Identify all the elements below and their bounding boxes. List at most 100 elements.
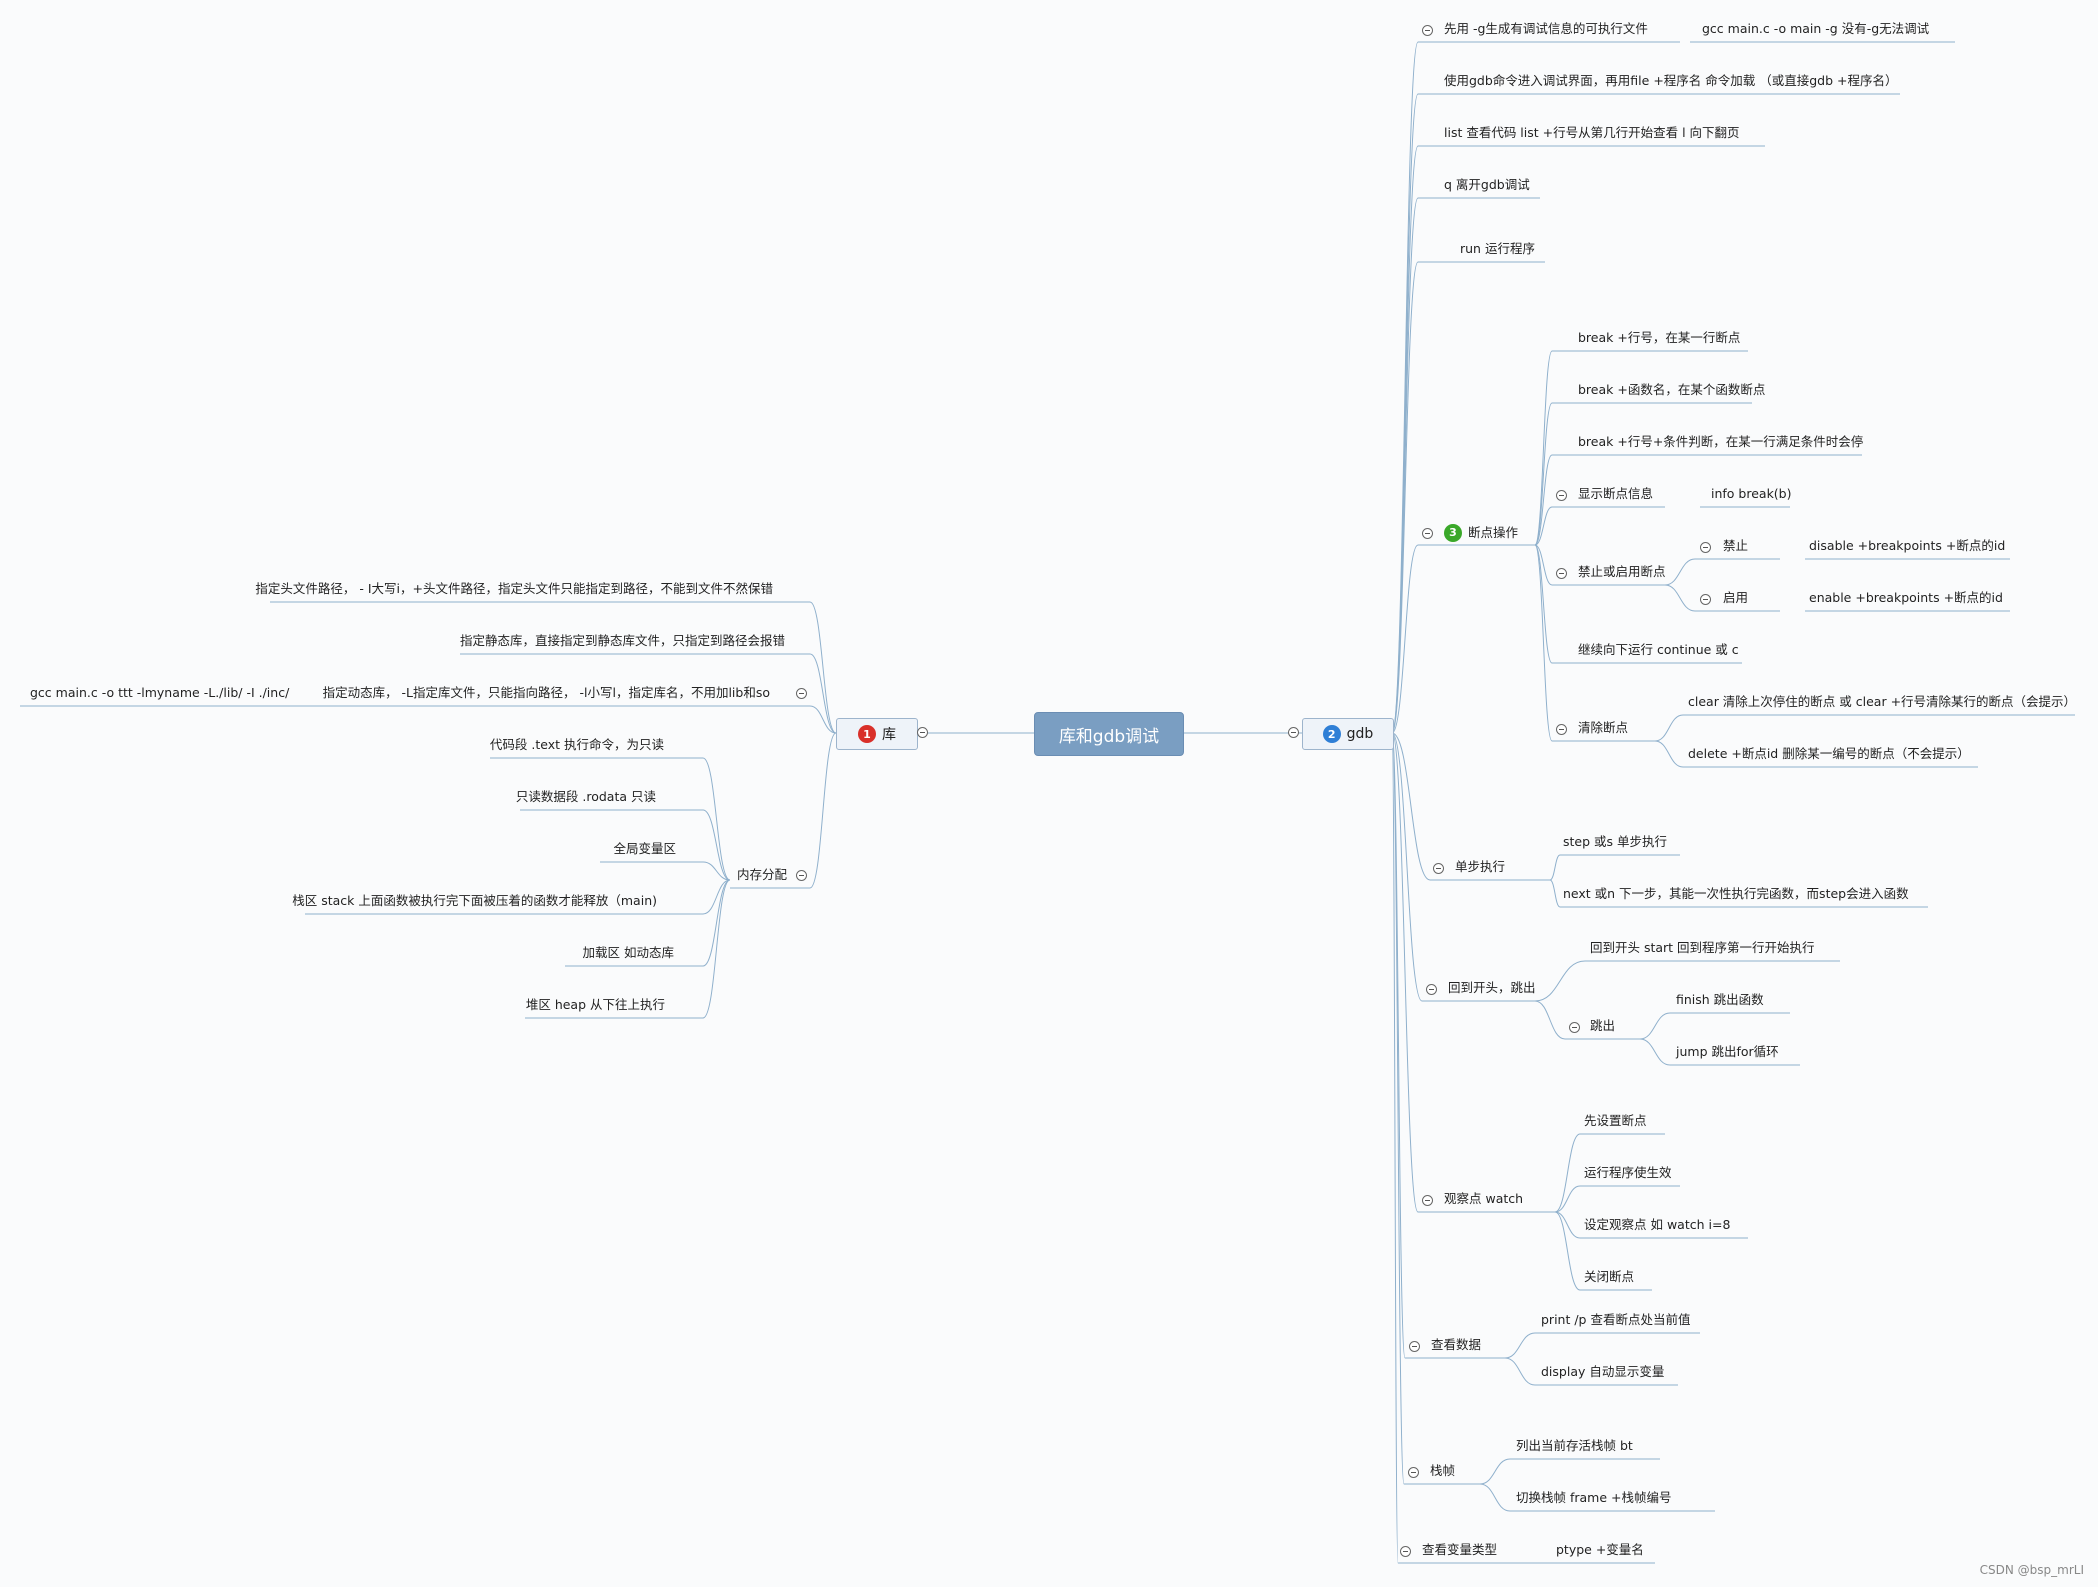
- gdb-breakpoint-label: 断点操作: [1468, 525, 1519, 540]
- gdb-frame-topic[interactable]: 栈帧: [1430, 1463, 1456, 1478]
- break-line-topic[interactable]: break +行号，在某一行断点: [1578, 330, 1741, 345]
- collapse-icon[interactable]: [1288, 727, 1299, 738]
- back-start-command[interactable]: 回到开头 start 回到程序第一行开始执行: [1590, 940, 1815, 955]
- collapse-icon[interactable]: [1426, 984, 1437, 995]
- collapse-icon[interactable]: [1400, 1546, 1411, 1557]
- collapse-icon[interactable]: [1408, 1467, 1419, 1478]
- frame-command[interactable]: 切换栈帧 frame +栈帧编号: [1516, 1490, 1672, 1505]
- branch-gdb-label: gdb: [1346, 726, 1374, 742]
- gdb-compile-topic[interactable]: 先用 -g生成有调试信息的可执行文件: [1444, 21, 1648, 36]
- gdb-watch-topic[interactable]: 观察点 watch: [1444, 1191, 1524, 1206]
- connector-line: [1479, 1458, 1511, 1485]
- collapse-icon[interactable]: [1556, 724, 1567, 735]
- branch-gdb[interactable]: 2 gdb: [1302, 718, 1394, 750]
- break-function-topic[interactable]: break +函数名，在某个函数断点: [1578, 382, 1766, 397]
- collapse-icon[interactable]: [1433, 863, 1444, 874]
- gdb-compile-command[interactable]: gcc main.c -o main -g 没有-g无法调试: [1702, 21, 1930, 36]
- connector-line: [1391, 732, 1431, 881]
- print-command[interactable]: print /p 查看断点处当前值: [1541, 1312, 1691, 1327]
- gdb-back-topic[interactable]: 回到开头，跳出: [1448, 980, 1536, 995]
- collapse-icon[interactable]: [796, 870, 807, 881]
- lib-dynamic-topic[interactable]: 指定动态库， -L指定库文件，只能指向路径， -l小写l，指定库名，不用加lib…: [322, 685, 770, 700]
- connector-line: [1391, 732, 1399, 1564]
- mem-text-segment[interactable]: 代码段 .text 执行命令，为只读: [489, 737, 664, 752]
- connector-line: [1639, 1012, 1671, 1040]
- back-jump-topic[interactable]: 跳出: [1590, 1018, 1616, 1033]
- collapse-icon[interactable]: [1700, 542, 1711, 553]
- break-info-command[interactable]: info break(b): [1711, 486, 1792, 501]
- break-disable-command[interactable]: disable +breakpoints +断点的id: [1809, 538, 2006, 553]
- lib-include-topic[interactable]: 指定头文件路径， - I大写i，+头文件路径，指定头文件只能指定到路径，不能到文…: [255, 581, 773, 596]
- next-command[interactable]: next 或n 下一步，其能一次性执行完函数，而step会进入函数: [1563, 886, 1909, 901]
- connector-line: [1654, 714, 1684, 742]
- gdb-step-topic[interactable]: 单步执行: [1455, 859, 1506, 874]
- mem-heap-area[interactable]: 堆区 heap 从下往上执行: [525, 997, 665, 1012]
- bt-command[interactable]: 列出当前存活栈帧 bt: [1516, 1438, 1633, 1453]
- central-topic[interactable]: 库和gdb调试: [1034, 712, 1184, 756]
- collapse-icon[interactable]: [1569, 1022, 1580, 1033]
- connector-line: [1664, 584, 1696, 612]
- collapse-icon[interactable]: [1556, 568, 1567, 579]
- connector-line: [1554, 1211, 1581, 1239]
- connector-line: [1534, 350, 1553, 546]
- branch-lib-label: 库: [882, 727, 896, 743]
- lib-static-topic[interactable]: 指定静态库，直接指定到静态库文件，只指定到路径会报错: [459, 633, 785, 648]
- ptype-command[interactable]: ptype +变量名: [1556, 1542, 1644, 1557]
- break-enable-command[interactable]: enable +breakpoints +断点的id: [1809, 590, 2003, 605]
- connector-line: [1534, 506, 1553, 546]
- gdb-breakpoint-topic[interactable]: 3 断点操作: [1444, 524, 1518, 542]
- gdb-list-topic[interactable]: list 查看代码 list +行号从第几行开始查看 l 向下翻页: [1444, 125, 1740, 140]
- watch-step-4[interactable]: 关闭断点: [1584, 1269, 1635, 1284]
- connector-line: [1504, 1332, 1536, 1359]
- mem-rodata-segment[interactable]: 只读数据段 .rodata 只读: [515, 789, 656, 804]
- break-condition-topic[interactable]: break +行号+条件判断，在某一行满足条件时会停: [1578, 434, 1864, 449]
- connector-line: [1534, 544, 1553, 664]
- gdb-ptype-topic[interactable]: 查看变量类型: [1422, 1542, 1498, 1557]
- connector-line: [702, 879, 731, 1019]
- collapse-icon[interactable]: [1422, 25, 1433, 36]
- branch-lib[interactable]: 1 库: [836, 718, 918, 750]
- jump-command[interactable]: jump 跳出for循环: [1676, 1044, 1779, 1059]
- gdb-quit-topic[interactable]: q 离开gdb调试: [1444, 177, 1530, 192]
- collapse-icon[interactable]: [1700, 594, 1711, 605]
- break-continue-topic[interactable]: 继续向下运行 continue 或 c: [1578, 642, 1739, 657]
- display-command[interactable]: display 自动显示变量: [1541, 1364, 1665, 1379]
- collapse-icon[interactable]: [1422, 1195, 1433, 1206]
- collapse-icon[interactable]: [1422, 528, 1433, 539]
- watch-step-3[interactable]: 设定观察点 如 watch i=8: [1584, 1217, 1731, 1232]
- connector-line: [1504, 1357, 1536, 1386]
- priority-1-icon: 1: [858, 725, 876, 743]
- gdb-run-topic[interactable]: run 运行程序: [1460, 241, 1535, 256]
- gdb-enter-topic[interactable]: 使用gdb命令进入调试界面，再用file +程序名 命令加载 （或直接gdb +…: [1444, 73, 1898, 88]
- break-delete-command[interactable]: delete +断点id 删除某一编号的断点（不会提示）: [1688, 746, 1970, 761]
- finish-command[interactable]: finish 跳出函数: [1676, 992, 1764, 1007]
- mem-global-area[interactable]: 全局变量区: [613, 841, 676, 856]
- connector-line: [809, 705, 837, 734]
- break-clear-command[interactable]: clear 清除上次停住的断点 或 clear +行号清除某行的断点（会提示）: [1688, 694, 2077, 709]
- connector-line: [1391, 544, 1419, 734]
- break-info-topic[interactable]: 显示断点信息: [1578, 486, 1654, 501]
- watch-step-2[interactable]: 运行程序使生效: [1584, 1165, 1672, 1180]
- break-toggle-topic[interactable]: 禁止或启用断点: [1578, 564, 1666, 579]
- collapse-icon[interactable]: [796, 688, 807, 699]
- connector-line: [809, 653, 837, 734]
- break-clear-topic[interactable]: 清除断点: [1578, 720, 1629, 735]
- break-disable-topic[interactable]: 禁止: [1723, 538, 1749, 553]
- collapse-icon[interactable]: [1409, 1341, 1420, 1352]
- collapse-icon[interactable]: [1556, 490, 1567, 501]
- mem-stack-area[interactable]: 栈区 stack 上面函数被执行完下面被压着的函数才能释放（main): [292, 893, 657, 908]
- lib-memory-topic[interactable]: 内存分配: [736, 867, 787, 882]
- connector-line: [1391, 732, 1419, 1213]
- mem-load-area[interactable]: 加载区 如动态库: [582, 945, 674, 960]
- break-enable-topic[interactable]: 启用: [1723, 590, 1749, 605]
- connector-line: [1549, 879, 1561, 908]
- watch-step-1[interactable]: 先设置断点: [1584, 1113, 1647, 1128]
- connector-line: [1391, 41, 1419, 734]
- connector-line: [1554, 1185, 1581, 1213]
- gdb-data-topic[interactable]: 查看数据: [1431, 1337, 1482, 1352]
- collapse-icon[interactable]: [917, 727, 928, 738]
- step-command[interactable]: step 或s 单步执行: [1563, 834, 1667, 849]
- lib-dynamic-command[interactable]: gcc main.c -o ttt -lmyname -L./lib/ -I .…: [30, 685, 290, 700]
